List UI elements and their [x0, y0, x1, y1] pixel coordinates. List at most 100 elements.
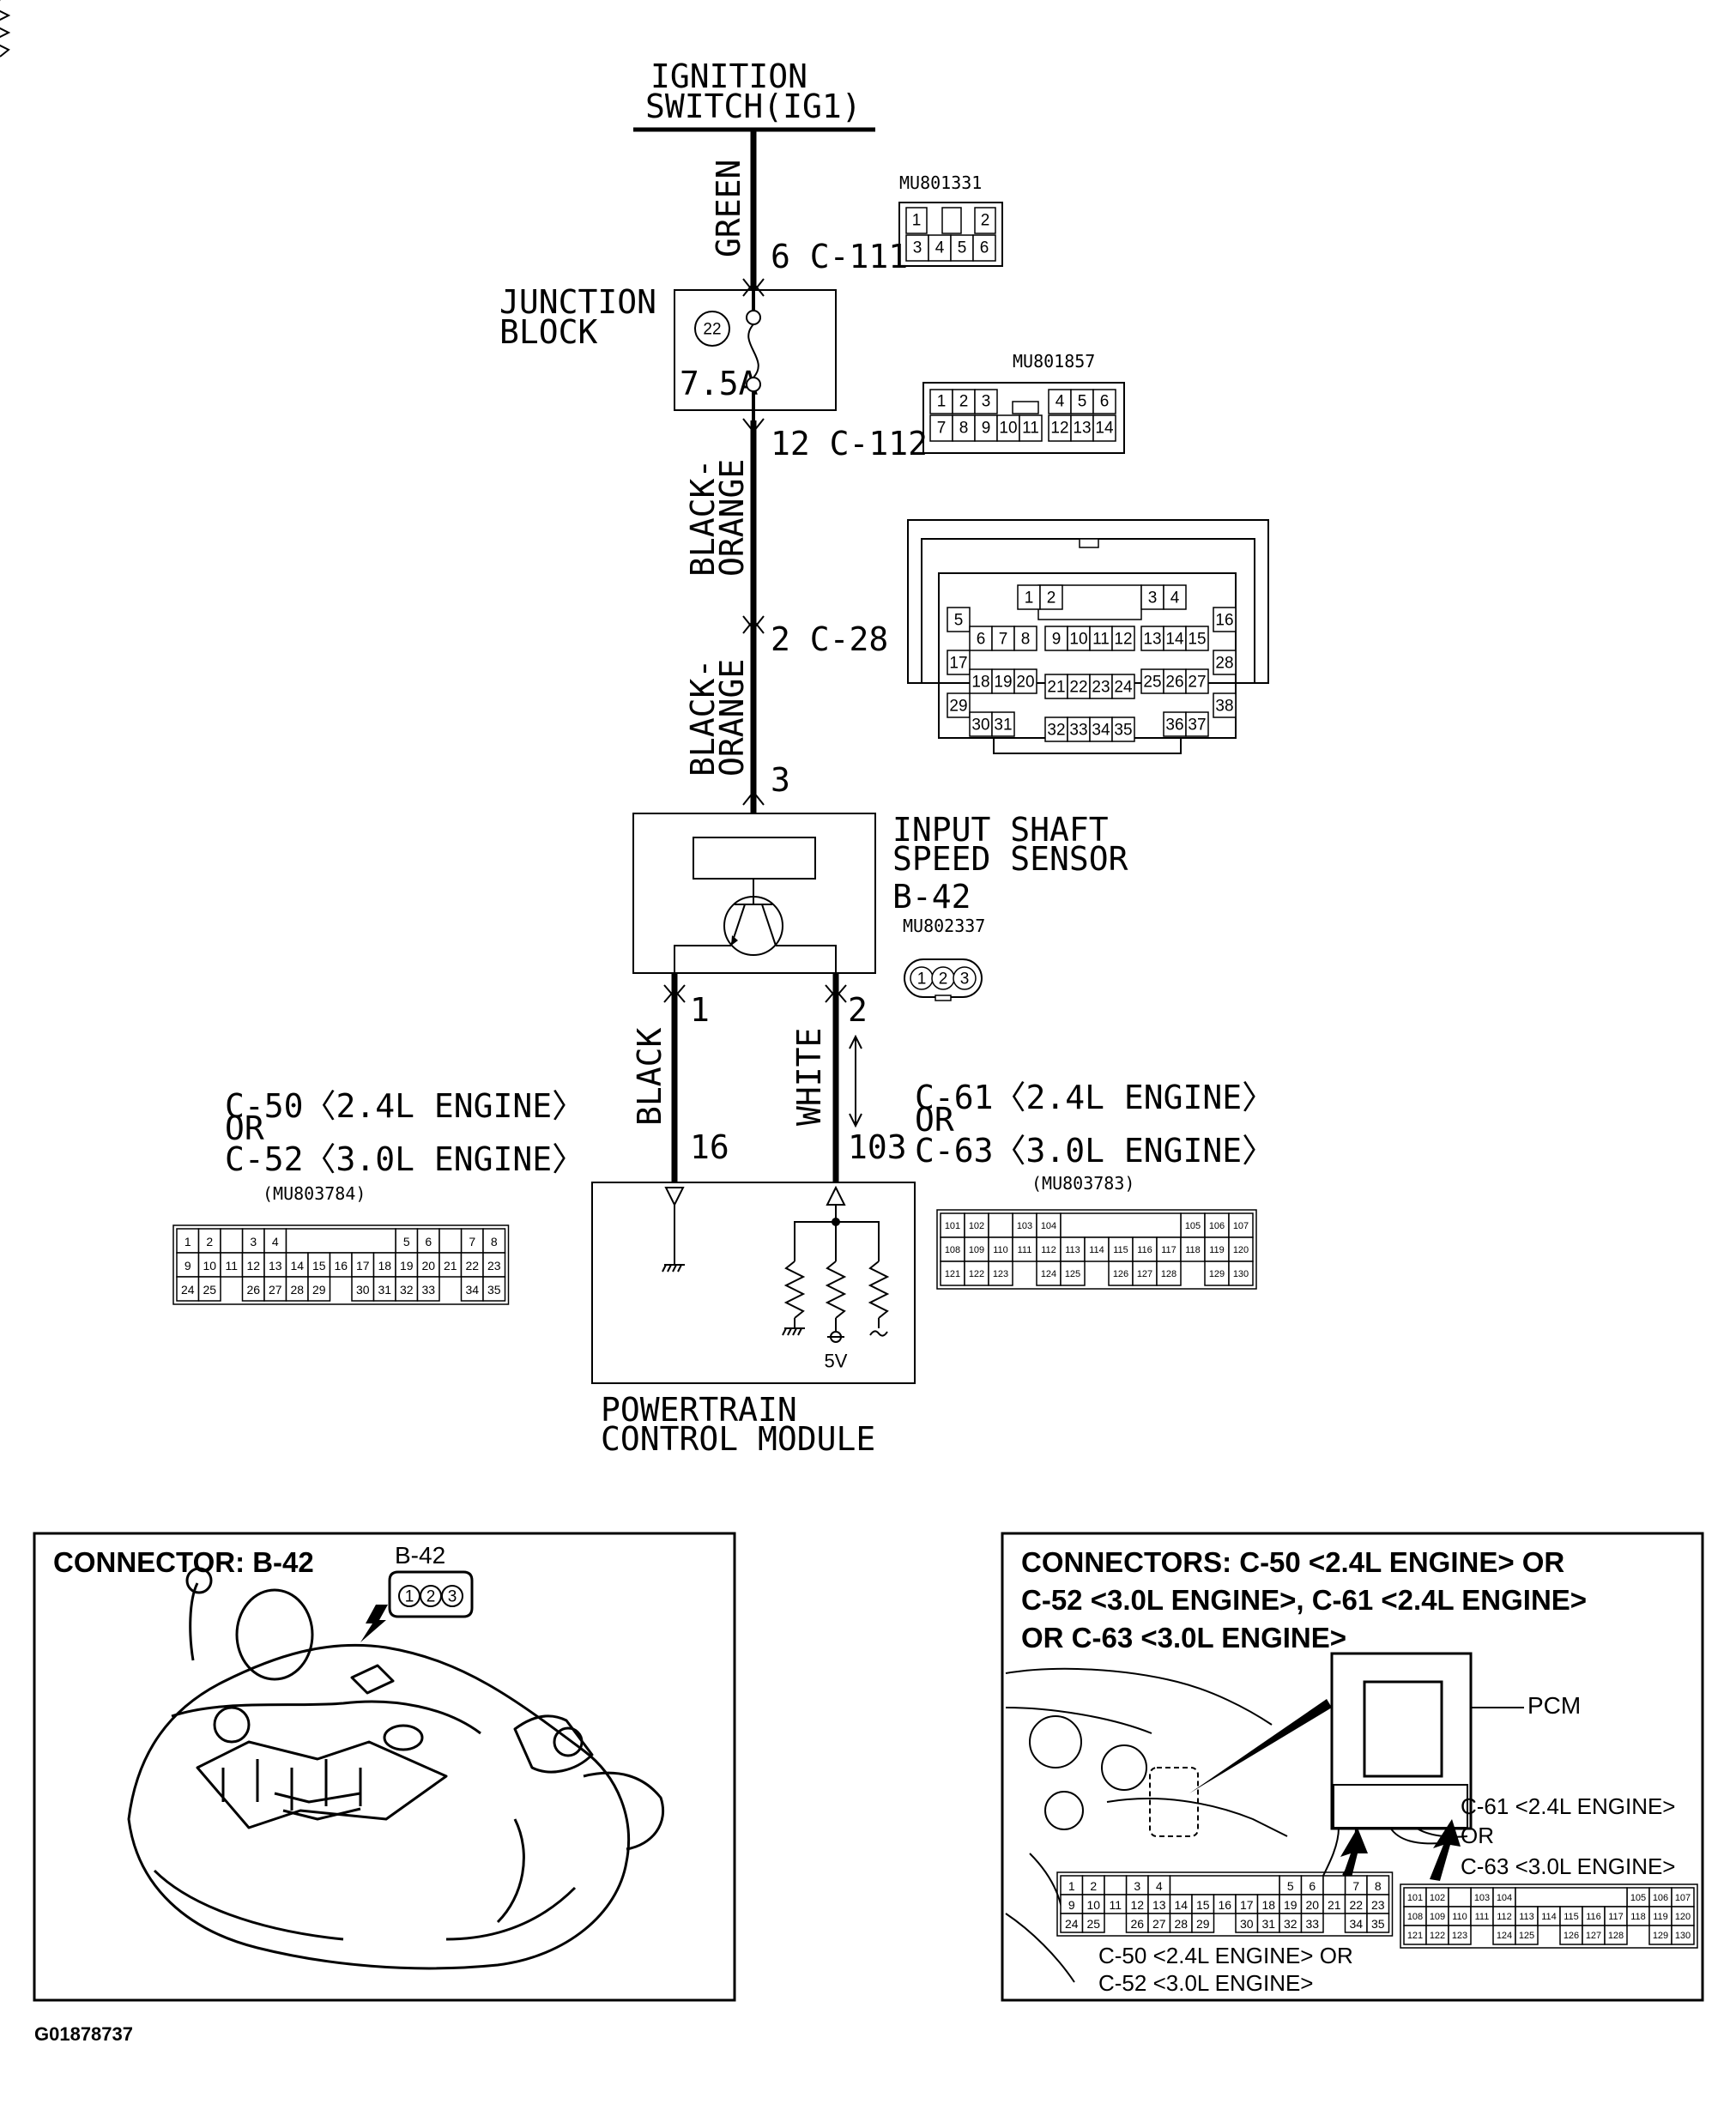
b42-connector-face-icon: 1 2 3 [388, 1570, 474, 1618]
pin-number: 21 [1047, 679, 1065, 697]
pin-number: 23 [487, 1259, 501, 1273]
pin-cell [969, 711, 993, 737]
svg-text:5: 5 [1078, 393, 1087, 411]
pin-number: 29 [949, 698, 967, 716]
part-number-c111: MU801331 [899, 172, 982, 193]
pin-number: 24 [1114, 679, 1133, 697]
pin-number: 20 [1016, 674, 1034, 692]
svg-text:1: 1 [917, 970, 927, 989]
pin-number: 115 [1564, 1912, 1579, 1922]
pin-number: 107 [1675, 1893, 1691, 1903]
pin-number: 126 [1113, 1269, 1128, 1279]
pin-number: 30 [971, 716, 989, 735]
pin-cell [197, 1252, 221, 1278]
svg-text:8: 8 [959, 420, 969, 438]
pin-number: 15 [1196, 1898, 1210, 1912]
pin-number: 130 [1233, 1269, 1249, 1279]
blank-pin-area [1060, 1212, 1182, 1238]
blank-pin-area [439, 1228, 463, 1254]
part-number-c50: (MU803784) [263, 1183, 366, 1204]
pin-number: 118 [1630, 1912, 1646, 1922]
pin-label-pcm-103: 103 [848, 1128, 907, 1166]
transistor-icon [723, 896, 783, 956]
svg-text:14: 14 [1095, 420, 1114, 438]
pin-number: 1 [184, 1235, 191, 1248]
pin-number: 30 [1240, 1917, 1254, 1931]
panel-c61-label-line1: C-61 <2.4L ENGINE> [1461, 1793, 1676, 1819]
pin-number: 9 [184, 1259, 191, 1273]
pin-label-pcm-16: 16 [690, 1128, 729, 1166]
pin-number: 102 [969, 1221, 984, 1231]
pin-number: 13 [1143, 631, 1161, 649]
pin-number: 17 [356, 1259, 370, 1273]
pin-number: 122 [969, 1269, 984, 1279]
arrow-icon [360, 1605, 388, 1642]
pin-cell [1081, 1913, 1105, 1933]
pin-number: 7 [999, 631, 1008, 649]
pin-cell [1185, 711, 1209, 737]
pin-cell [1191, 1913, 1215, 1933]
pin-number: 106 [1653, 1893, 1668, 1903]
pin-number: 10 [203, 1259, 216, 1273]
pin-number: 35 [1114, 722, 1132, 740]
pin-cell [1039, 584, 1063, 610]
pin-number: 33 [1305, 1917, 1319, 1931]
svg-text:1: 1 [937, 393, 947, 411]
pin-number: 113 [1519, 1912, 1534, 1922]
svg-text:2: 2 [959, 393, 969, 411]
pin-number: 117 [1608, 1912, 1624, 1922]
pin-number: 115 [1113, 1245, 1128, 1255]
pin-cell [1185, 626, 1209, 651]
pin-number: 32 [1284, 1917, 1297, 1931]
pin-number: 108 [1407, 1912, 1423, 1922]
pin-number: 1 [1068, 1879, 1075, 1893]
pin-label-sensor-2: 2 [848, 991, 868, 1029]
fuse-icon [747, 323, 759, 378]
panel-pcm-title-line2: C-52 <3.0L ENGINE>, C-61 <2.4L ENGINE> [1021, 1584, 1587, 1616]
pin-number: 123 [993, 1269, 1008, 1279]
pin-number: 101 [1407, 1893, 1423, 1903]
pin-number: 22 [1349, 1898, 1363, 1912]
pin-number: 25 [1086, 1917, 1100, 1931]
pin-number: 10 [1069, 631, 1087, 649]
pin-number: 108 [945, 1245, 960, 1255]
pin-cell [460, 1252, 484, 1278]
pin-number: 27 [269, 1283, 282, 1297]
pin-number: 6 [977, 631, 986, 649]
c61-label-line1: C-61〈2.4L ENGINE〉 [915, 1079, 1274, 1116]
junction-block: JUNCTION BLOCK 22 7.5A [499, 283, 837, 420]
pin-number: 4 [272, 1235, 279, 1248]
svg-text:10: 10 [999, 420, 1017, 438]
connector-c112: MU801857 1 2 3 4 5 6 7 8 9 10 11 12 13 1… [922, 351, 1125, 454]
part-number-c61: (MU803783) [1031, 1173, 1134, 1194]
c50-label-line2: OR [225, 1109, 264, 1147]
pin-cell [1111, 674, 1135, 699]
svg-text:11: 11 [1022, 420, 1039, 438]
pin-number: 13 [269, 1259, 282, 1273]
svg-text:1: 1 [912, 212, 922, 230]
pin-number: 105 [1630, 1893, 1646, 1903]
pin-number: 8 [1375, 1879, 1382, 1893]
junction-block-label-line2: BLOCK [499, 313, 598, 351]
pin-number: 9 [1052, 631, 1062, 649]
pin-number: 11 [1092, 631, 1110, 649]
pin-number: 27 [1188, 674, 1206, 692]
pin-cell [1012, 1236, 1037, 1262]
pin-cell [307, 1276, 331, 1302]
pin-number: 113 [1065, 1245, 1080, 1255]
pin-cell [947, 692, 971, 718]
pin-cell [1108, 1236, 1134, 1262]
pin-number: 103 [1017, 1221, 1032, 1231]
pin-number: 127 [1137, 1269, 1152, 1279]
pin-number: 21 [1328, 1898, 1341, 1912]
pin-number: 27 [1152, 1917, 1166, 1931]
pin-cell [1448, 1925, 1472, 1945]
pin-number: 6 [1309, 1879, 1316, 1893]
pin-number: 28 [1174, 1917, 1188, 1931]
part-number-b42: MU802337 [903, 916, 985, 936]
pin-number: 126 [1564, 1931, 1579, 1941]
pin-cell [1013, 626, 1037, 651]
